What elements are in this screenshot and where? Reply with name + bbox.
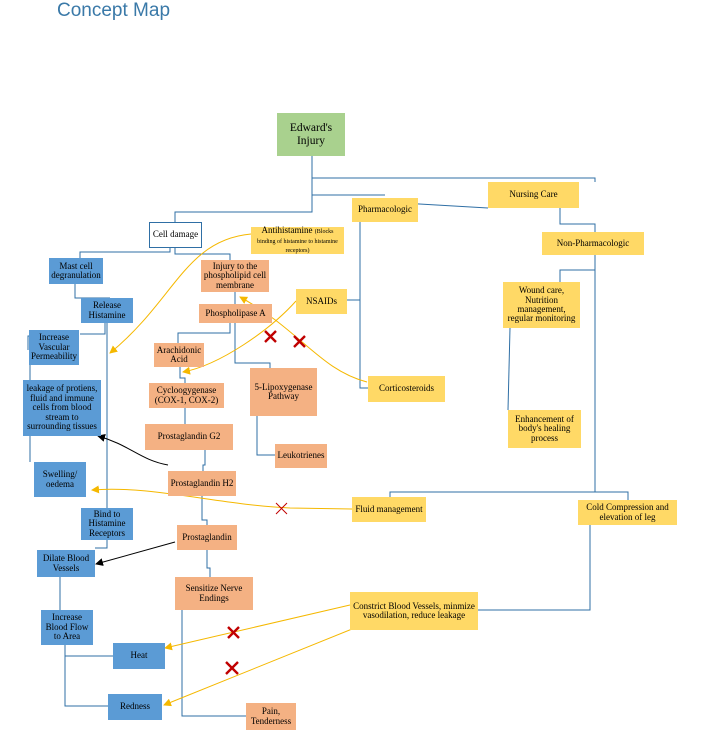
cross-mark	[275, 502, 288, 515]
node-phospholipid-injury: Injury to the phospholipid cell membrane	[201, 260, 269, 292]
node-mast-cell-degranulation: Mast cell degranulation	[49, 258, 103, 284]
cross-mark	[293, 335, 306, 348]
cross-mark	[225, 661, 239, 675]
node-dilate-blood-vessels: Dilate Blood Vessels	[37, 550, 95, 577]
node-arachidonic-acid: Arachidonic Acid	[154, 343, 204, 367]
node-prostaglandin-g2: Prostaglandin G2	[145, 424, 233, 450]
node-swelling-oedema: Swelling/ oedema	[34, 462, 86, 497]
node-corticosteroids: Corticosteroids	[368, 376, 445, 402]
node-cyclooxygenase: Cycloogygenase (COX-1, COX-2)	[149, 383, 224, 408]
cross-mark	[227, 626, 240, 639]
node-bind-histamine-receptors: Bind to Histamine Receptors	[81, 508, 133, 540]
node-pharmacologic: Pharmacologic	[352, 198, 418, 222]
node-leakage: leakage of protiens, fluid and immune ce…	[23, 380, 101, 436]
node-edwards-injury: Edward's Injury	[277, 113, 345, 156]
node-5-lipoxygenase: 5-Lipoxygenase Pathway	[250, 368, 317, 416]
node-release-histamine: Release Histamine	[81, 298, 133, 323]
node-constrict-blood-vessels: Constrict Blood Vessels, minmize vasodil…	[350, 592, 478, 630]
node-cold-compression: Cold Compression and elevation of leg	[578, 500, 677, 525]
page-title: Concept Map	[57, 0, 171, 21]
node-antihistamine: Antihistamine (Blocks binding of histami…	[251, 225, 344, 255]
node-nsaids: NSAIDs	[296, 289, 347, 314]
node-heat: Heat	[113, 643, 165, 669]
node-enhancement-healing: Enhancement of body's healing process	[508, 410, 581, 448]
node-fluid-management: Fluid management	[352, 497, 426, 522]
node-redness: Redness	[108, 694, 162, 720]
node-nursing-care: Nursing Care	[488, 182, 579, 208]
node-leukotrienes: Leukotrienes	[275, 444, 327, 468]
antihistamine-label: Antihistamine	[261, 225, 313, 236]
antihistamine-note: (Blocks binding of histamine to histamin…	[257, 229, 338, 255]
node-prostaglandin-h2: Prostaglandin H2	[168, 471, 236, 496]
node-pain-tenderness: Pain, Tenderness	[246, 703, 296, 730]
node-non-pharmacologic: Non-Pharmacologic	[542, 232, 644, 255]
node-phospholipase-a: Phospholipase A	[199, 304, 272, 323]
node-wound-care: Wound care, Nutrition management, regula…	[503, 282, 580, 328]
node-prostaglandin: Prostaglandin	[177, 525, 237, 550]
node-increase-vascular-permeability: Increase Vascular Permeability	[29, 330, 79, 365]
node-increase-blood-flow: Increase Blood Flow to Area	[41, 610, 93, 645]
node-sensitize-nerve-endings: Sensitize Nerve Endings	[175, 577, 253, 610]
node-cell-damage: Cell damage	[149, 222, 202, 248]
cross-mark	[264, 330, 277, 343]
